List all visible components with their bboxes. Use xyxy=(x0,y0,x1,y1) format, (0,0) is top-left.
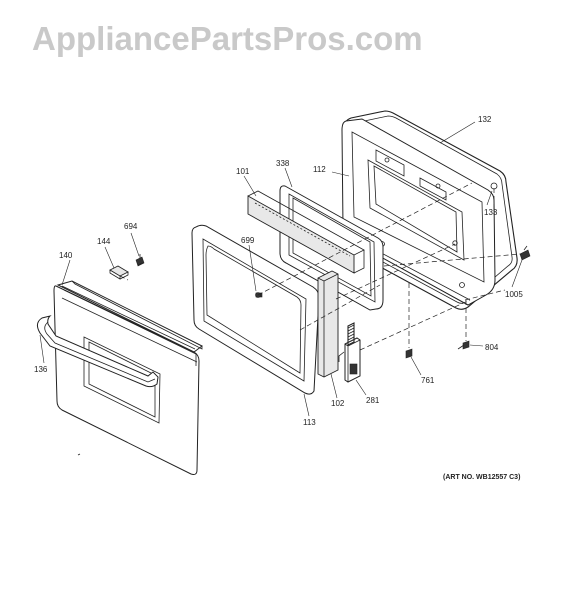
label-144: 144 xyxy=(97,237,111,246)
label-338: 338 xyxy=(276,159,290,168)
part-804-screw xyxy=(457,340,470,350)
label-112: 112 xyxy=(313,165,326,174)
part-694-screw xyxy=(135,254,145,267)
assembly-lines xyxy=(119,182,521,351)
part-1005-screw xyxy=(519,245,531,261)
label-699: 699 xyxy=(241,236,255,245)
label-694: 694 xyxy=(124,222,138,231)
part-281-hinge xyxy=(338,322,361,383)
watermark-text: AppliancePartsPros.com xyxy=(32,20,423,57)
label-136: 136 xyxy=(34,365,48,374)
label-140: 140 xyxy=(59,251,73,260)
part-140-door-front xyxy=(53,280,203,475)
part-761-screw xyxy=(405,348,413,359)
part-144-clip xyxy=(109,265,129,280)
part-labels: 132 133 1005 112 338 101 699 694 144 140… xyxy=(34,115,523,427)
label-132: 132 xyxy=(478,115,492,124)
leader-lines xyxy=(39,121,523,417)
label-761: 761 xyxy=(421,376,435,385)
label-133: 133 xyxy=(484,208,498,217)
label-102: 102 xyxy=(331,399,345,408)
part-102-bracket xyxy=(317,270,339,378)
label-113: 113 xyxy=(303,418,316,427)
art-number: (ART NO. WB12557 C3) xyxy=(443,474,520,481)
label-281: 281 xyxy=(366,396,380,405)
label-101: 101 xyxy=(236,167,250,176)
part-101-insulation xyxy=(247,190,365,274)
part-136-handle xyxy=(36,315,159,388)
label-1005: 1005 xyxy=(505,290,523,299)
label-804: 804 xyxy=(485,343,499,352)
